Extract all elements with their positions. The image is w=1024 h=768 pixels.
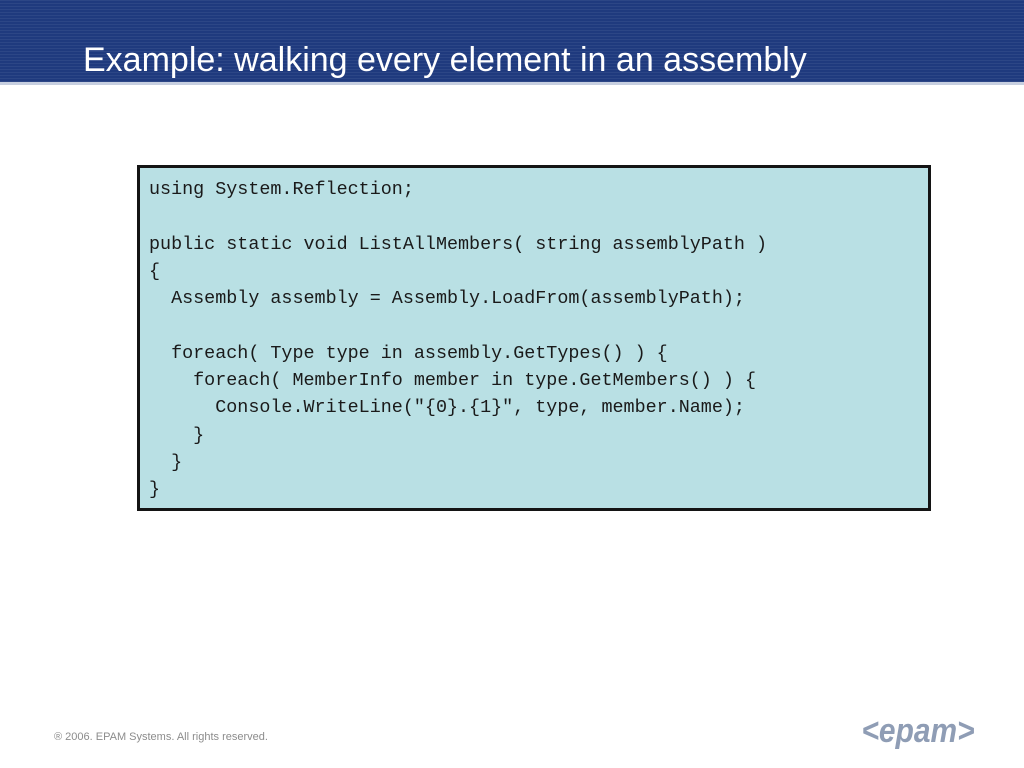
code-block: using System.Reflection; public static v… [137, 165, 931, 511]
code-line: Console.WriteLine("{0}.{1}", type, membe… [149, 397, 745, 419]
code-line [149, 203, 767, 230]
epam-logo: <epam> [862, 711, 974, 749]
code-line: foreach( MemberInfo member in type.GetMe… [149, 370, 756, 392]
code-line: { [149, 260, 161, 282]
code-line: } [149, 424, 205, 446]
code-line: using System.Reflection; [149, 179, 414, 200]
code-line: } [149, 479, 161, 501]
code-line [149, 312, 767, 339]
code-line: public static void ListAllMembers( strin… [149, 233, 768, 255]
code-lines: using System.Reflection; public static v… [149, 176, 767, 504]
code-line: Assembly assembly = Assembly.LoadFrom(as… [149, 288, 745, 310]
copyright-notice: ® 2006. EPAM Systems. All rights reserve… [54, 731, 268, 743]
slide-title: Example: walking every element in an ass… [83, 41, 807, 79]
epam-logo-text: <epam> [862, 711, 974, 749]
code-line: foreach( Type type in assembly.GetTypes(… [149, 342, 668, 364]
header-band [0, 0, 1024, 82]
header-divider [0, 82, 1024, 85]
code-line: } [149, 451, 183, 473]
